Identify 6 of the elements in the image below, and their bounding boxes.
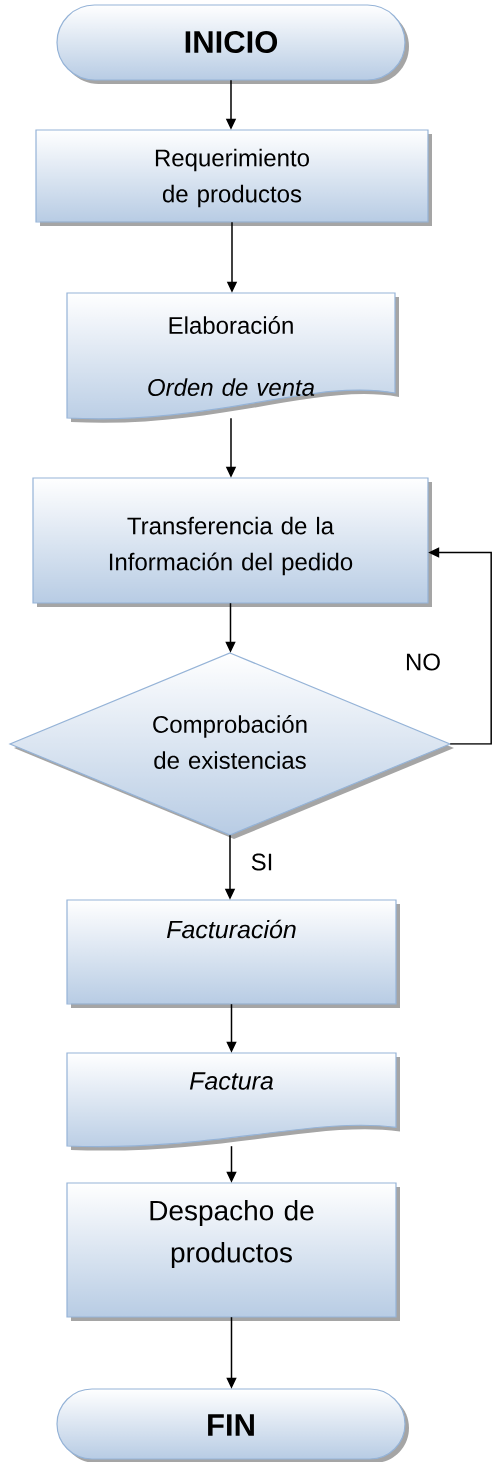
process-box: Facturación — [66, 899, 400, 1008]
process-box: Despacho de productos — [66, 1182, 400, 1321]
edge-label: SI — [249, 852, 275, 872]
process-box: Transferencia de la Información del pedido — [32, 477, 432, 607]
process-box: Requerimiento de productos — [35, 129, 432, 226]
edge-label: NO — [404, 652, 442, 672]
